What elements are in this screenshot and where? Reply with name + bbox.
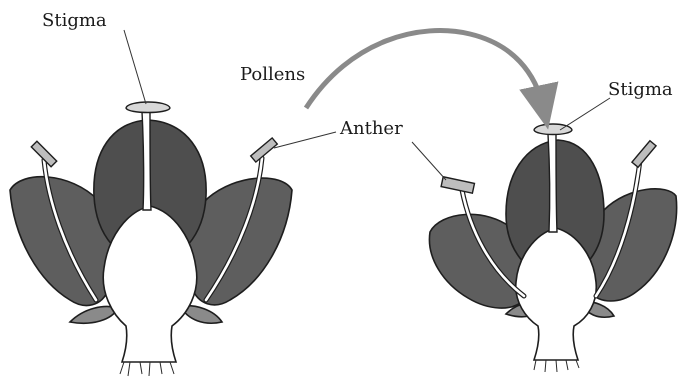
right-flower-anther-right	[632, 141, 656, 168]
left-flower-stalk-hairs	[120, 362, 174, 376]
pollens-label: Pollens	[240, 64, 305, 85]
anther-leader-right	[412, 142, 446, 180]
stigma-label-right: Stigma	[608, 79, 673, 100]
anther-label: Anther	[339, 118, 403, 139]
stigma-right-leader	[560, 98, 610, 130]
stigma-label-left: Stigma	[42, 10, 107, 31]
left-flower	[10, 102, 292, 376]
right-flower-anther-left	[441, 177, 474, 193]
left-flower-style	[142, 112, 151, 210]
left-flower-stigma	[126, 102, 170, 113]
pollen-transfer-arrow	[306, 31, 544, 110]
stigma-left-leader	[124, 30, 146, 104]
right-flower-style	[548, 134, 557, 232]
right-flower	[429, 124, 676, 372]
right-flower-stalk-hairs	[534, 360, 579, 372]
anther-leader-left	[274, 132, 336, 148]
left-flower-sepal-left	[70, 307, 118, 324]
